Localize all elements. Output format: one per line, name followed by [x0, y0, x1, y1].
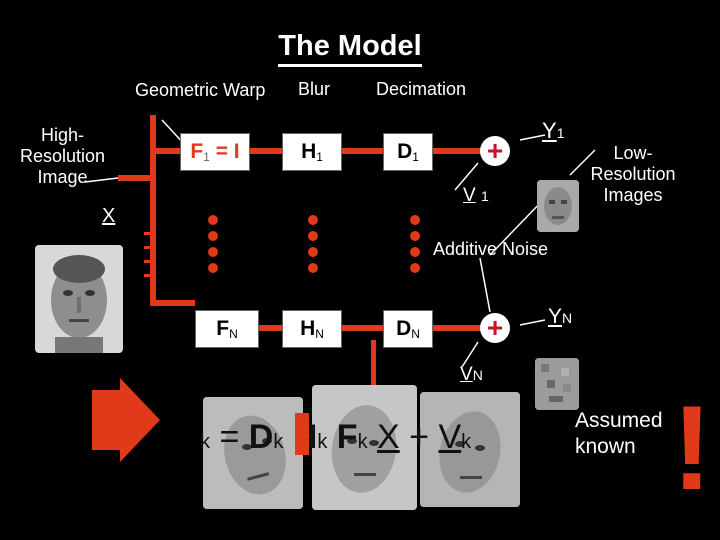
v1-pointer: [454, 162, 479, 191]
ellipsis-dot: [208, 231, 218, 241]
ellipsis-dot: [308, 247, 318, 257]
adder-rowN: +: [480, 313, 510, 343]
low-res-face-image-1: [537, 180, 579, 232]
y1-pointer: [519, 134, 546, 141]
wire-dash: [144, 260, 156, 263]
warped-face-image-3: [420, 392, 520, 507]
yN-pointer: [519, 319, 546, 326]
rowN-left-line: [150, 300, 195, 306]
input-vertical-line: [150, 115, 156, 305]
slide-title: The Model: [0, 30, 700, 67]
x-label: X: [102, 205, 116, 227]
warped-face-image-2: [312, 385, 417, 510]
row1-main-line: [248, 148, 488, 154]
wire-dash: [144, 246, 156, 249]
high-res-face-image: [35, 245, 123, 353]
output-y1: Y1: [542, 118, 565, 143]
noise-vN: VN: [460, 364, 483, 385]
vN-pointer: [461, 341, 479, 368]
ellipsis-dot: [308, 231, 318, 241]
noise-v1: V 1: [463, 185, 489, 206]
ellipsis-dot: [208, 247, 218, 257]
hk-highlight: [295, 413, 309, 455]
ellipsis-dot: [208, 215, 218, 225]
warped-face-image-1: [203, 397, 303, 509]
ellipsis-dot: [410, 215, 420, 225]
geometric-warp-label: Geometric Warp: [135, 80, 266, 100]
high-res-pointer: [84, 177, 119, 183]
additive-noise-label: Additive Noise: [433, 239, 549, 259]
noise-pointer-1: [489, 197, 546, 256]
input-stub-line: [118, 175, 156, 181]
ellipsis-dot: [410, 263, 420, 273]
ellipsis-dot: [410, 231, 420, 241]
output-yN: YN: [548, 305, 573, 328]
adder-row1: +: [480, 136, 510, 166]
high-res-label: High-Resolution Image: [19, 125, 106, 187]
vertical-output-line: [371, 340, 376, 400]
wire-dash: [144, 274, 156, 277]
low-res-pointer: [569, 149, 596, 176]
blur-label: Blur: [298, 79, 331, 99]
rowN-main-line: [258, 325, 488, 331]
wire-dash: [144, 232, 156, 235]
model-equation: k = Dk Hk Fk X + Vk: [200, 418, 472, 456]
slide-title-text: The Model: [278, 30, 422, 67]
decimation-label: Decimation: [376, 79, 467, 99]
exclamation-mark: !: [672, 381, 712, 515]
ellipsis-dot: [308, 263, 318, 273]
noise-pointer-2: [479, 257, 491, 313]
ellipsis-dot: [208, 263, 218, 273]
row1-left-line: [150, 148, 180, 154]
low-res-face-image-N: [535, 358, 579, 410]
ellipsis-dot: [308, 215, 318, 225]
assumed-known-label: Assumed known: [575, 409, 663, 458]
big-arrow-icon: [92, 378, 160, 462]
ellipsis-dot: [410, 247, 420, 257]
low-res-label: Low-Resolution Images: [590, 143, 676, 205]
